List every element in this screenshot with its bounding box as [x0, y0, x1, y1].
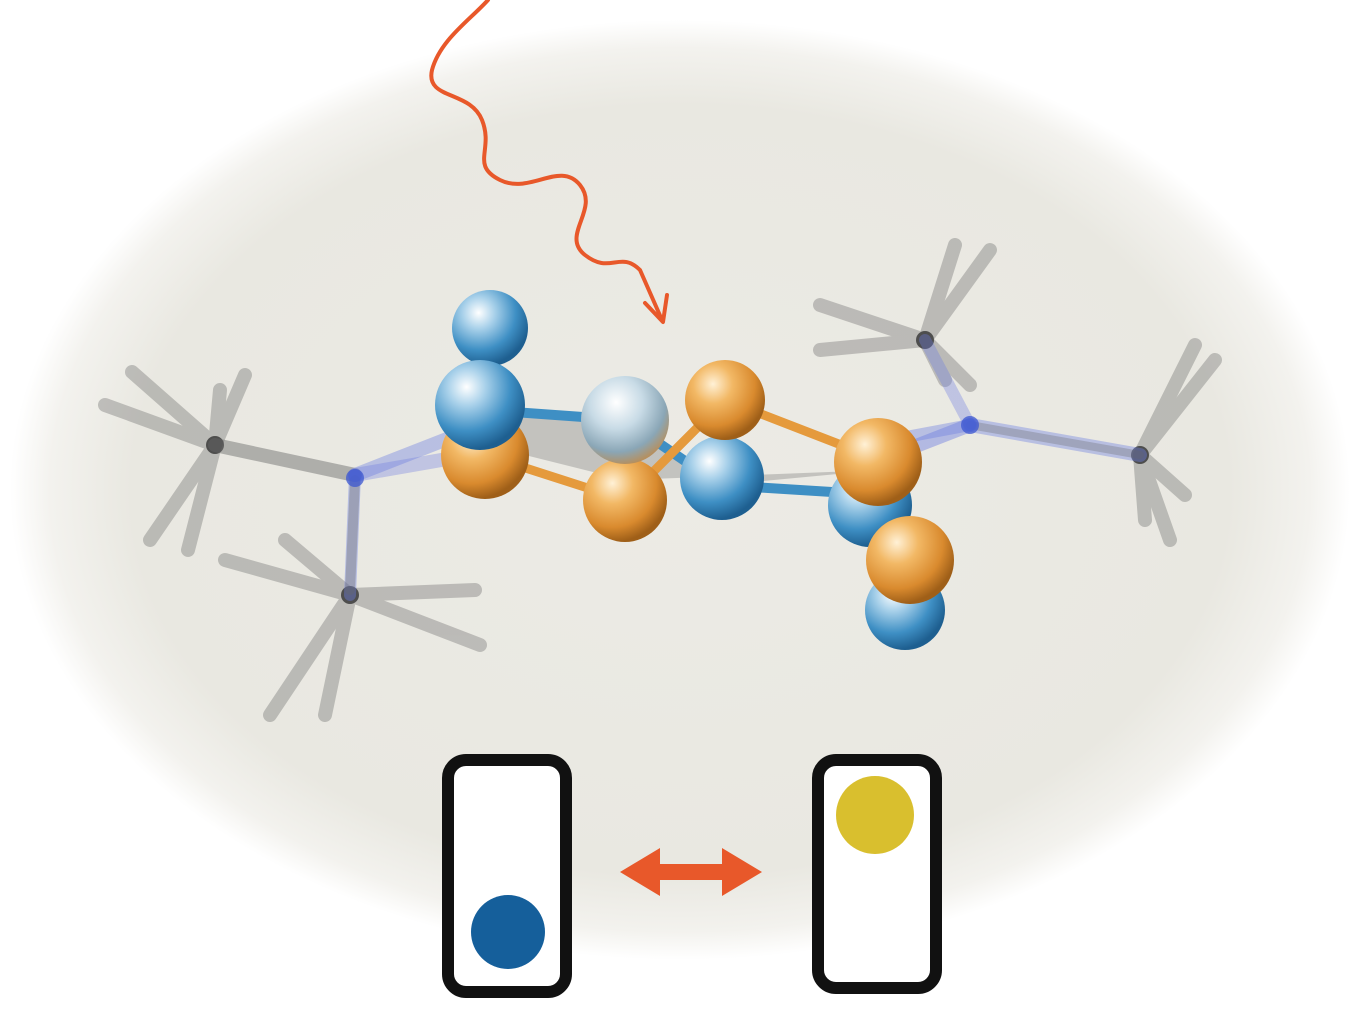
background-halo	[10, 20, 1350, 960]
left-methyl-carbons	[206, 436, 359, 604]
right-nitrogen	[961, 416, 979, 434]
excited-state-dot	[836, 776, 914, 854]
ground-state-dot	[471, 895, 545, 969]
state-box-low-icon	[442, 754, 572, 998]
state-box-high-icon	[812, 754, 942, 994]
double-headed-arrow-icon	[620, 848, 762, 896]
right-methyl-carbons	[916, 331, 1149, 464]
molecule-overlay-icon	[98, 238, 1222, 722]
right-methyl-groups	[813, 238, 1222, 547]
wavy-photon-arrow-icon	[429, 0, 669, 324]
left-nitrogen	[346, 469, 364, 487]
ring-atoms	[435, 290, 954, 650]
left-methyl-groups	[98, 365, 487, 722]
